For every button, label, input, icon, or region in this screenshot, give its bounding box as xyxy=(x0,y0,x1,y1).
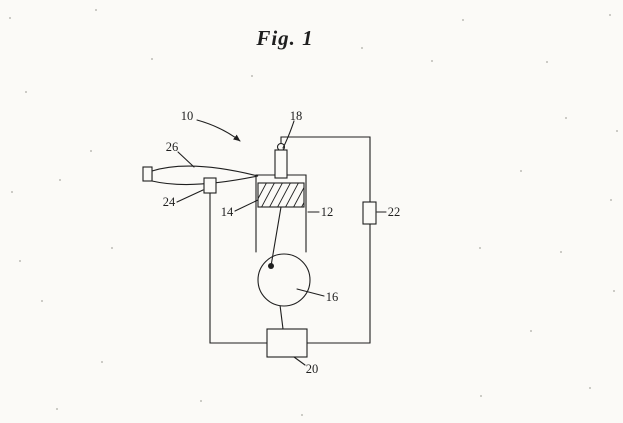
spark-plug xyxy=(274,142,288,179)
ref-label-12: 12 xyxy=(321,205,334,219)
circuit-line-right xyxy=(280,136,371,344)
leader-line-26 xyxy=(177,151,195,168)
ref-label-16: 16 xyxy=(326,290,339,304)
component-box-22 xyxy=(362,201,377,225)
ref-label-22: 22 xyxy=(388,205,401,219)
ref-label-20: 20 xyxy=(306,362,319,376)
leader-line-18 xyxy=(282,120,295,149)
leader-line-16 xyxy=(296,288,325,297)
ref-label-26: 26 xyxy=(166,140,179,154)
circuit-line-left xyxy=(209,183,268,344)
ref-label-24: 24 xyxy=(163,195,176,209)
connecting-rod xyxy=(270,206,282,267)
crank-pin xyxy=(268,263,274,269)
leader-line-10 xyxy=(196,119,241,142)
piston xyxy=(257,182,305,208)
intake-end-cap xyxy=(142,166,153,182)
leader-line-20 xyxy=(293,356,306,366)
figure-title: Fig. 1 xyxy=(256,26,314,50)
ref-label-14: 14 xyxy=(221,205,234,219)
component-box-24 xyxy=(203,177,217,194)
leader-line-14 xyxy=(234,199,259,212)
scan-speckles xyxy=(9,9,618,416)
crank-circle xyxy=(257,253,311,307)
crank-to-box-link xyxy=(279,304,284,330)
ref-label-18: 18 xyxy=(290,109,303,123)
leader-line-24 xyxy=(176,189,204,203)
control-box-20 xyxy=(266,328,308,358)
intake-venturi xyxy=(151,165,259,186)
ref-label-10: 10 xyxy=(181,109,194,123)
